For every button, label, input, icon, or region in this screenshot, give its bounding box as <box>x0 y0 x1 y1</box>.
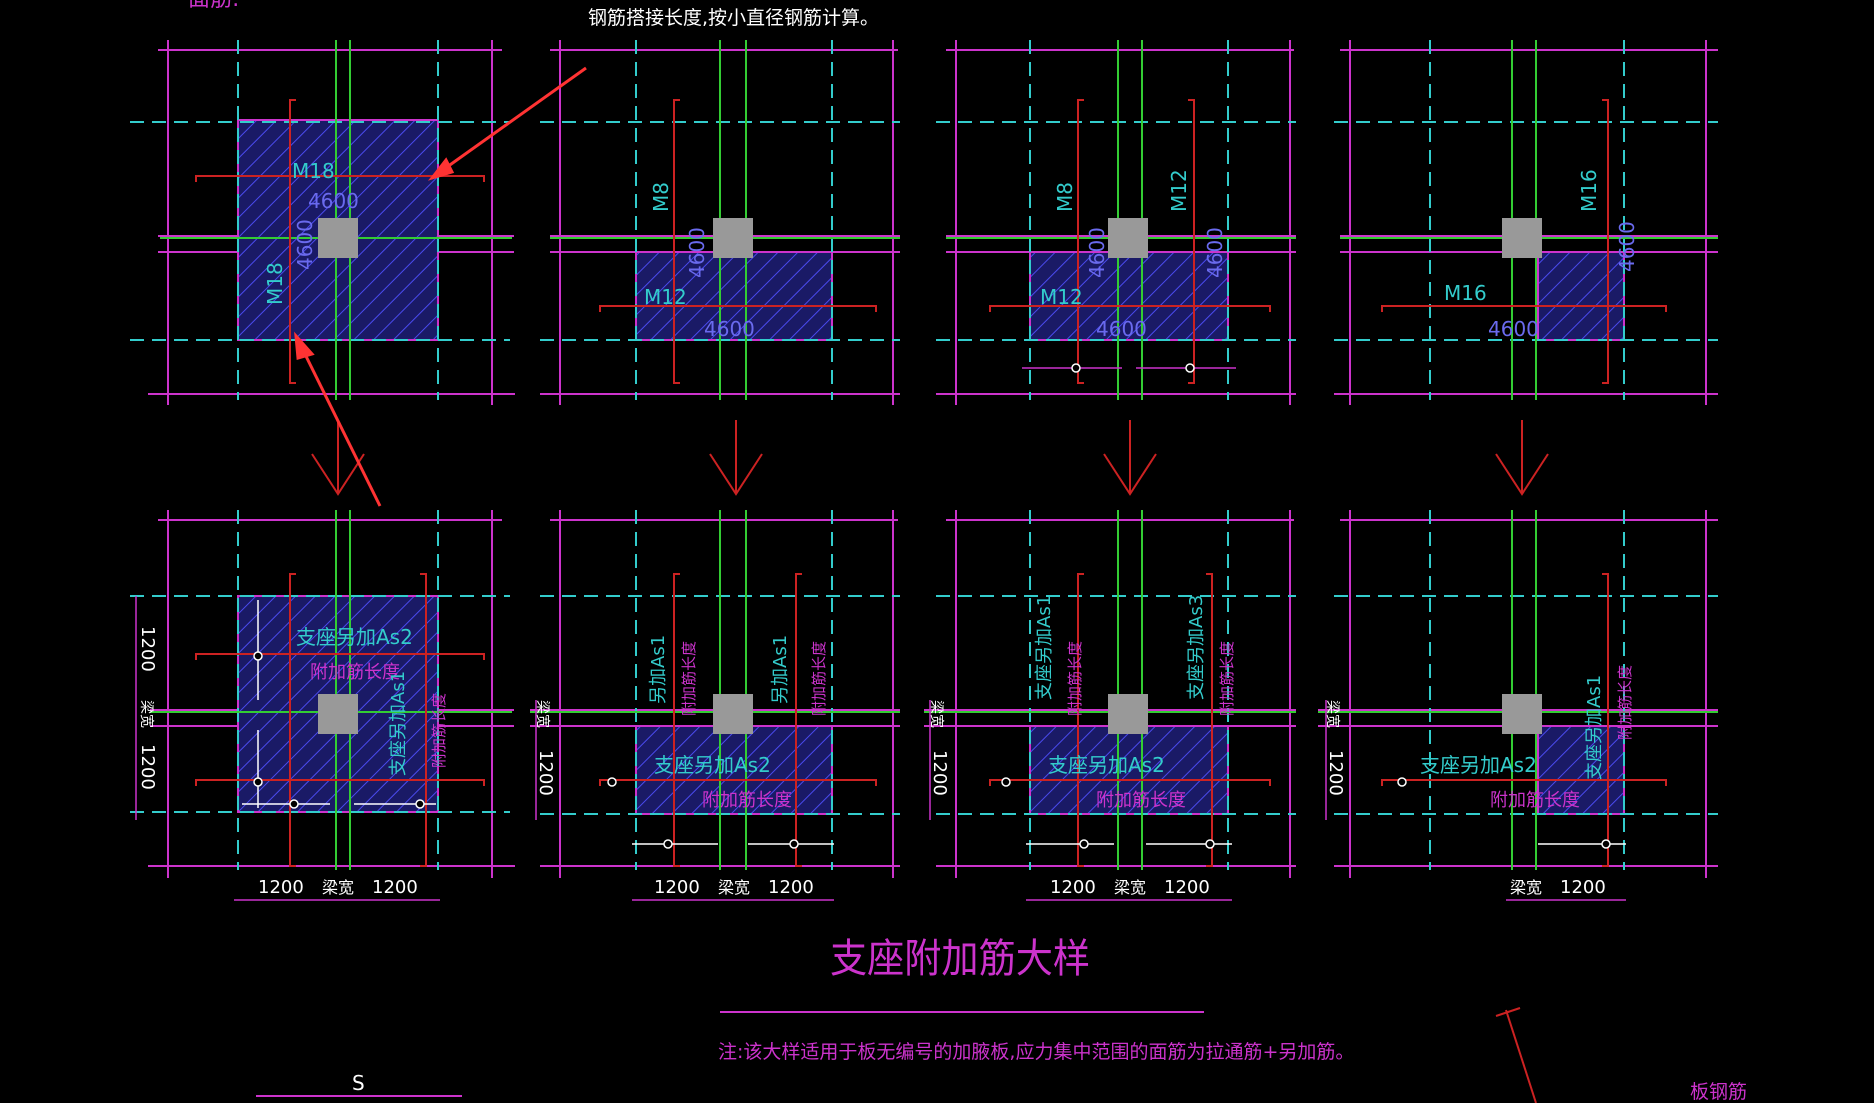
b2-dim-vert-beam: 梁宽 <box>534 700 551 728</box>
b4-dim-beam: 梁宽 <box>1510 878 1542 897</box>
label-t2-m8: M8 <box>649 182 673 212</box>
b2-support-as2: 支座另加As2 <box>654 753 771 777</box>
b4-extra-length-v: 附加筋长度 <box>1616 665 1634 740</box>
b2-add-as1-left: 另加As1 <box>648 635 669 704</box>
label-t3-m12a: M12 <box>1167 169 1191 212</box>
b3-extra-length-left: 附加筋长度 <box>1066 641 1084 716</box>
label-t2-m12: M12 <box>644 285 687 309</box>
label-t1-4600a: 4600 <box>308 189 359 213</box>
corner-label: 板钢筋 <box>1690 1081 1747 1103</box>
b2-extra-length-h: 附加筋长度 <box>702 790 792 811</box>
panel-top-4: M16 4600 M16 4600 <box>1334 40 1718 405</box>
corner-fragment: 面筋: <box>188 0 239 12</box>
label-t3-4600b: 4600 <box>1203 227 1227 278</box>
panel-bottom-3: 梁宽 1200 1200 梁宽 1200 支座另加As1 附加筋长度 支座另加A… <box>924 510 1296 901</box>
b4-support-as2: 支座另加As2 <box>1420 753 1537 777</box>
label-t3-m8: M8 <box>1053 182 1077 212</box>
b2-dim-beam: 梁宽 <box>718 878 750 897</box>
b3-dim-1200a: 1200 <box>1050 877 1096 898</box>
b4-support-as1: 支座另加As1 <box>1584 675 1605 780</box>
panel-bottom-4: 梁宽 1200 梁宽 1200 支座另加As1 附加筋长度 支座另加As2 附加… <box>1318 510 1718 901</box>
b3-extra-length-right: 附加筋长度 <box>1218 641 1236 716</box>
b4-extra-length-h: 附加筋长度 <box>1490 790 1580 811</box>
b1-extra-length-v: 附加筋长度 <box>430 693 448 768</box>
b3-dim-vert-1200: 1200 <box>929 750 950 796</box>
label-t4-m16a: M16 <box>1577 169 1601 212</box>
panel-bottom-1: 1200 梁宽 1200 1200 梁宽 1200 支座另加As2 附加筋长度 … <box>130 510 515 901</box>
label-t2-4600b: 4600 <box>704 317 755 341</box>
b3-support-as3: 支座另加As3 <box>1186 595 1207 700</box>
b1-dim-vert-1200a: 1200 <box>137 626 158 672</box>
panel-top-3: M8 4600 M12 4600 M12 4600 <box>936 40 1296 405</box>
b4-dim-vert-1200: 1200 <box>1325 750 1346 796</box>
b2-dim-1200b: 1200 <box>768 877 814 898</box>
b2-extra-length-right: 附加筋长度 <box>810 641 828 716</box>
label-t4-4600b: 4600 <box>1488 317 1539 341</box>
label-t4-m16b: M16 <box>1444 281 1487 305</box>
panel-top-2: M8 4600 M12 4600 <box>540 40 900 405</box>
label-t2-4600a: 4600 <box>685 227 709 278</box>
b2-dim-vert-1200: 1200 <box>535 750 556 796</box>
panel-top-1: M18 4600 4600 M18 <box>130 40 515 405</box>
label-t3-4600c: 4600 <box>1096 317 1147 341</box>
b1-dim-vert-1200b: 1200 <box>137 744 158 790</box>
b3-extra-length-h: 附加筋长度 <box>1096 790 1186 811</box>
corner-leader <box>1495 1007 1537 1103</box>
b4-dim-1200: 1200 <box>1560 877 1606 898</box>
b3-dim-1200b: 1200 <box>1164 877 1210 898</box>
label-t3-4600a: 4600 <box>1085 227 1109 278</box>
b1-dim-vert-beam: 梁宽 <box>138 700 155 728</box>
b1-support-as2: 支座另加As2 <box>296 625 413 649</box>
b2-extra-length-left: 附加筋长度 <box>680 641 698 716</box>
label-t3-m12b: M12 <box>1040 285 1083 309</box>
label-t1-4600b: 4600 <box>293 219 317 270</box>
b1-dim-1200b: 1200 <box>372 877 418 898</box>
b1-support-as1: 支座另加As1 <box>388 671 409 776</box>
label-t4-4600a: 4600 <box>1615 221 1639 272</box>
callout-note: 钢筋搭接长度,按小直径钢筋计算。 <box>588 7 879 29</box>
b3-dim-beam: 梁宽 <box>1114 878 1146 897</box>
b1-dim-beam: 梁宽 <box>322 878 354 897</box>
label-t1-m18a: M18 <box>292 159 335 183</box>
b2-add-as1-right: 另加As1 <box>770 635 791 704</box>
drawing-title: 支座附加筋大样 <box>830 936 1090 982</box>
b1-dim-1200a: 1200 <box>258 877 304 898</box>
s-label: S <box>352 1071 365 1095</box>
b3-dim-vert-beam: 梁宽 <box>928 700 945 728</box>
callout-arrows <box>294 66 587 507</box>
panel-bottom-2: 梁宽 1200 1200 梁宽 1200 另加As1 附加筋长度 另加As1 附… <box>530 510 900 901</box>
label-t1-m18b: M18 <box>263 262 287 305</box>
b4-dim-vert-beam: 梁宽 <box>1324 700 1341 728</box>
b1-extra-length-h: 附加筋长度 <box>310 662 400 683</box>
transition-arrows <box>311 420 1549 496</box>
b3-support-as1: 支座另加As1 <box>1034 595 1055 700</box>
b3-support-as2: 支座另加As2 <box>1048 753 1165 777</box>
b2-dim-1200a: 1200 <box>654 877 700 898</box>
footer-note: 注:该大样适用于板无编号的加腋板,应力集中范围的面筋为拉通筋+另加筋。 <box>718 1041 1354 1063</box>
